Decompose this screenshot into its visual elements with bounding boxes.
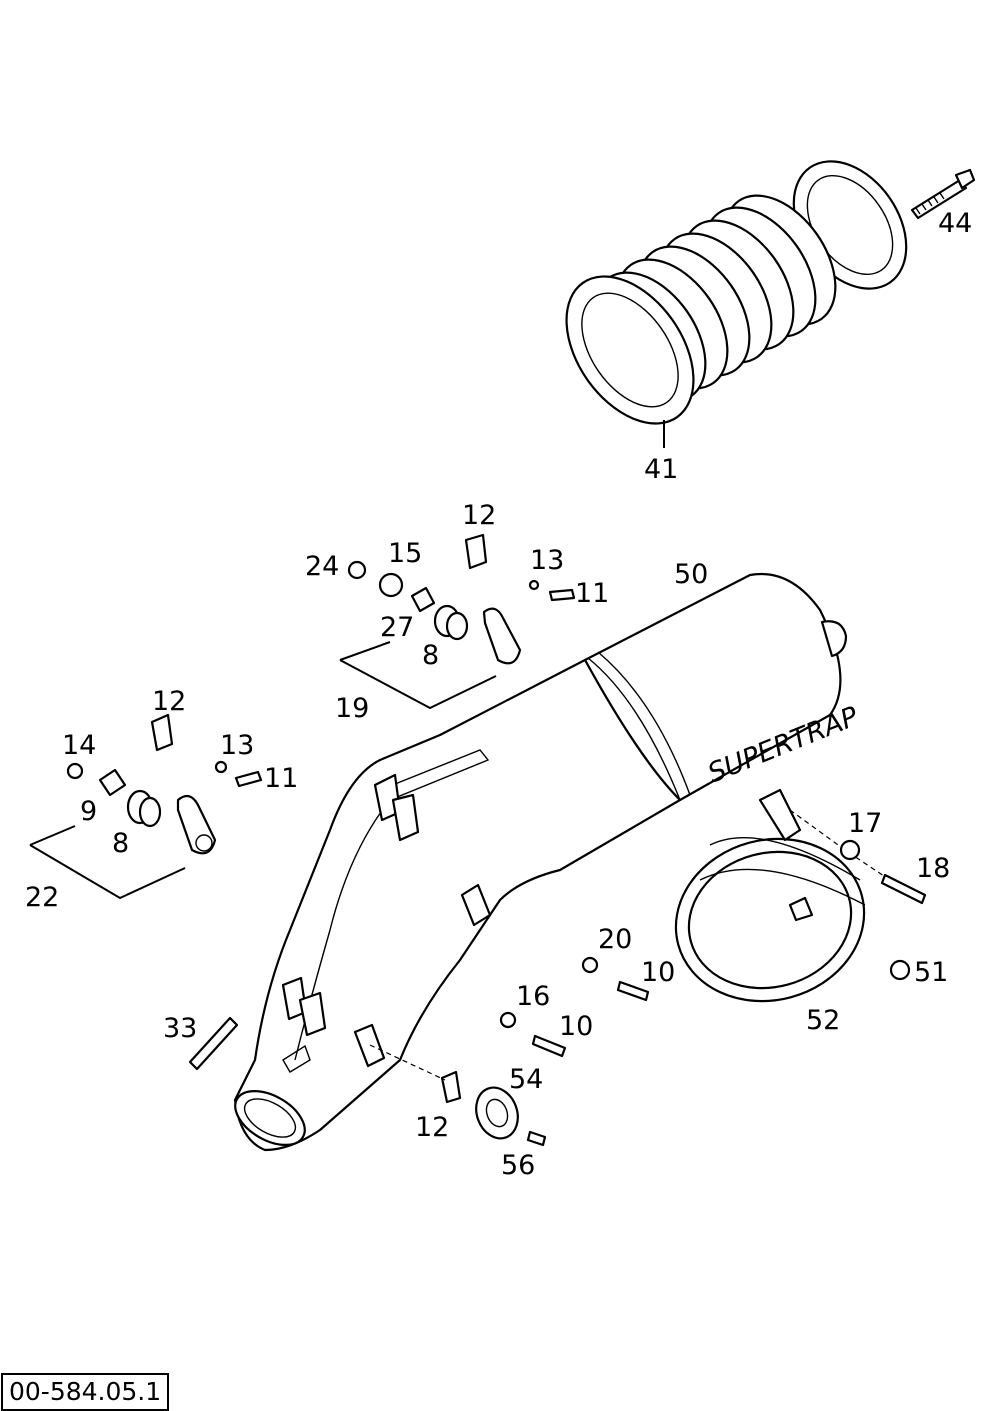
callout-54: 54: [509, 1064, 543, 1095]
callout-13a: 13: [530, 545, 564, 576]
callout-10a: 10: [641, 957, 675, 988]
bellows-41: [565, 160, 908, 448]
callout-10b: 10: [559, 1011, 593, 1042]
callout-27: 27: [380, 612, 414, 643]
callout-22: 22: [25, 882, 59, 913]
bolt-44: [910, 168, 976, 220]
callout-11a: 11: [575, 578, 609, 609]
callout-18: 18: [916, 853, 950, 884]
callout-24: 24: [305, 551, 339, 582]
callout-56: 56: [501, 1150, 535, 1181]
callout-12c: 12: [415, 1112, 449, 1143]
callout-15: 15: [388, 538, 422, 569]
callouts: 44 41 12 24 15 13 50 11 27 8 19 12 14 13…: [25, 208, 972, 1181]
callout-8b: 8: [112, 828, 129, 859]
clamp-52: [674, 788, 891, 1003]
callout-33: 33: [163, 1013, 197, 1044]
callout-13b: 13: [220, 730, 254, 761]
callout-44: 44: [938, 208, 972, 239]
callout-12a: 12: [462, 500, 496, 531]
callout-52: 52: [806, 1005, 840, 1036]
callout-12b: 12: [152, 686, 186, 717]
callout-50: 50: [674, 559, 708, 590]
fasteners: [188, 839, 927, 1147]
callout-41: 41: [644, 454, 678, 485]
callout-19: 19: [335, 693, 369, 724]
muffler-50: SUPERTRAP: [233, 572, 863, 1152]
callout-9: 9: [80, 796, 97, 827]
callout-16: 16: [516, 981, 550, 1012]
drawing-id: 00-584.05.1: [1, 1373, 170, 1411]
callout-51: 51: [914, 957, 948, 988]
callout-8a: 8: [422, 640, 439, 671]
callout-20: 20: [598, 924, 632, 955]
callout-11b: 11: [264, 763, 298, 794]
callout-14: 14: [62, 730, 96, 761]
bracket-assembly-19: [339, 533, 576, 710]
bracket-assembly-22: [29, 713, 263, 900]
callout-17: 17: [848, 808, 882, 839]
